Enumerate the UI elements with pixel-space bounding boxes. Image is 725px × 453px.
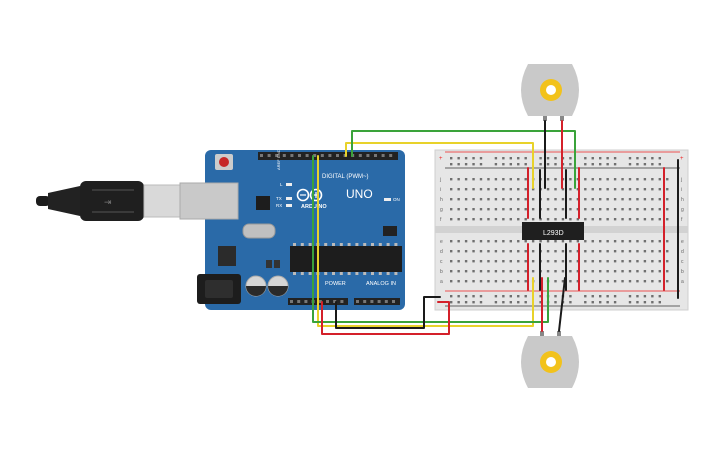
breadboard-row-label: g bbox=[440, 207, 443, 213]
digital-header bbox=[258, 152, 398, 160]
breadboard-row-label: g bbox=[681, 207, 684, 213]
wire-yellow-bottom bbox=[317, 155, 534, 327]
usb-strain-relief bbox=[48, 186, 80, 216]
l293d-label: L293D bbox=[543, 230, 564, 237]
usb-connector-metal bbox=[143, 184, 181, 218]
rail-plus-label-right: + bbox=[680, 156, 684, 162]
wire-motor-bottom-black bbox=[558, 277, 566, 332]
breadboard-row-label: i bbox=[440, 187, 441, 193]
breadboard-row-label: b bbox=[440, 269, 443, 275]
motor-top bbox=[521, 64, 579, 121]
led-rx-icon bbox=[286, 204, 292, 207]
led-on-label: ON bbox=[393, 197, 400, 202]
arduino-board: DIGITAL (PWM~) AREF GND 13 12 ~11 UNO AR… bbox=[179, 130, 405, 310]
usb-cable-tail bbox=[36, 196, 50, 206]
reset-button-cap[interactable] bbox=[219, 157, 229, 167]
board-brand: ARDUINO bbox=[301, 204, 327, 210]
breadboard-row-label: c bbox=[681, 259, 684, 265]
breadboard-row-label: e bbox=[681, 239, 684, 245]
breadboard-row-label: j bbox=[680, 177, 682, 183]
svg-text:AREF GND 13 12 ~11: AREF GND 13 12 ~11 bbox=[276, 130, 281, 170]
analog-header bbox=[354, 298, 400, 305]
l293d-body bbox=[522, 222, 584, 240]
breadboard-row-label: a bbox=[681, 279, 684, 285]
breadboard-row-label: d bbox=[681, 249, 684, 255]
wire-black-gnd bbox=[335, 296, 441, 329]
wire-green-bottom bbox=[312, 155, 549, 323]
usb-plug-body bbox=[80, 181, 144, 221]
microcontroller-chip bbox=[290, 246, 402, 272]
breadboard-row-label: f bbox=[681, 217, 683, 223]
breadboard-row-label: d bbox=[440, 249, 443, 255]
digital-header-label: DIGITAL (PWM~) bbox=[322, 174, 369, 180]
crystal bbox=[242, 223, 276, 239]
board-model: UNO bbox=[346, 187, 373, 201]
digital-pins bbox=[260, 154, 393, 157]
led-l-label: L bbox=[280, 182, 283, 187]
regulator bbox=[218, 246, 236, 266]
wire-yellow-top bbox=[345, 142, 534, 189]
breadboard-row-label: f bbox=[440, 217, 442, 223]
breadboard-row-label: e bbox=[440, 239, 443, 245]
wire-green-top bbox=[351, 130, 576, 189]
rail-plus-label: + bbox=[439, 156, 443, 162]
breadboard-row-label: b bbox=[681, 269, 684, 275]
breadboard-row-label: i bbox=[681, 187, 682, 193]
wire-red-power bbox=[321, 301, 450, 335]
breadboard-row-label: h bbox=[440, 197, 443, 203]
usb-symbol-icon: ⇥ bbox=[104, 198, 112, 208]
led-tx-icon bbox=[286, 197, 292, 200]
icsp-header bbox=[383, 226, 397, 236]
breadboard-row-label: a bbox=[440, 279, 443, 285]
led-tx-label: TX bbox=[276, 196, 282, 201]
led-on-icon bbox=[384, 198, 391, 201]
wires bbox=[312, 120, 679, 335]
breadboard-row-label: j bbox=[439, 177, 441, 183]
breadboard-row-label: c bbox=[440, 259, 443, 265]
led-rx-label: RX bbox=[276, 203, 282, 208]
motor-bottom bbox=[521, 331, 579, 388]
usb-chip bbox=[256, 196, 270, 210]
power-header-label: POWER bbox=[325, 281, 346, 287]
breadboard-row-label: h bbox=[681, 197, 684, 203]
led-l-icon bbox=[286, 183, 292, 186]
l293d-chip: L293D bbox=[522, 222, 584, 240]
analog-header-label: ANALOG IN bbox=[366, 281, 396, 287]
